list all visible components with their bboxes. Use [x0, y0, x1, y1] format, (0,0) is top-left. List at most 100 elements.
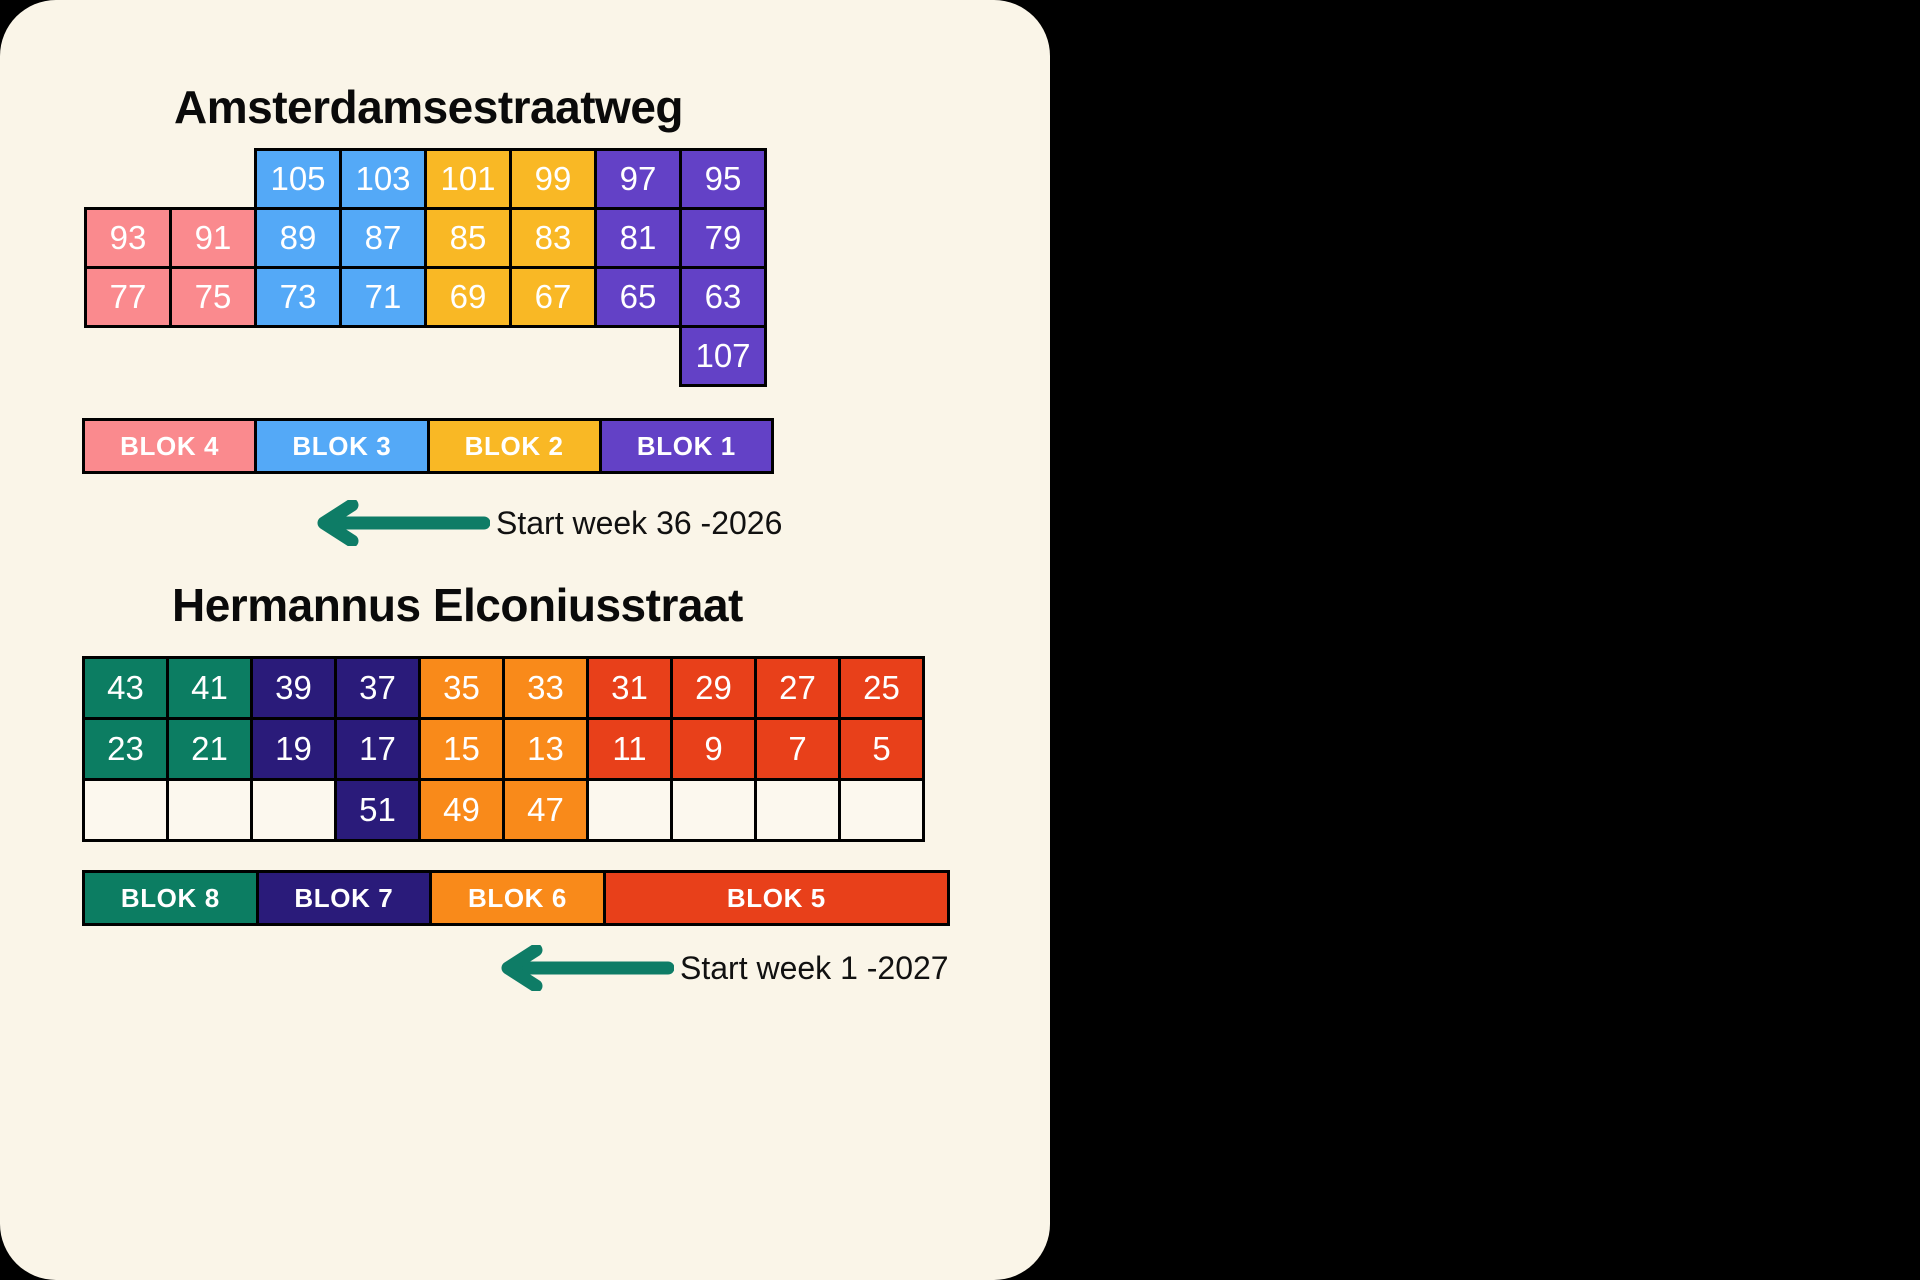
grid-cell: 33 — [502, 656, 589, 720]
blok-legend-blok-7[interactable]: BLOK 7 — [258, 873, 433, 923]
grid-cell-empty — [250, 778, 337, 842]
grid-cell-empty — [82, 778, 169, 842]
house-number: 67 — [534, 278, 572, 315]
house-number: 25 — [863, 669, 900, 706]
house-number: 99 — [534, 160, 572, 197]
house-number: 83 — [534, 219, 572, 256]
blok-legend-blok-2[interactable]: BLOK 2 — [429, 421, 602, 471]
house-number: 49 — [443, 791, 480, 828]
house-number: 15 — [443, 730, 480, 767]
house-number: 13 — [527, 730, 564, 767]
grid-cell: 41 — [166, 656, 253, 720]
street-title-amsterdamsestraatweg: Amsterdamsestraatweg — [174, 81, 684, 133]
house-number: 69 — [449, 278, 487, 315]
grid-cell: 87 — [339, 207, 427, 269]
grid-cell: 27 — [754, 656, 841, 720]
house-number: 5 — [872, 730, 891, 767]
house-number: 33 — [527, 669, 564, 706]
grid-cell: 63 — [679, 266, 767, 328]
house-number: 105 — [270, 160, 326, 197]
start-week-label-2: Start week 1 -2027 — [680, 949, 949, 986]
grid-cell: 69 — [424, 266, 512, 328]
street-title-hermannus-elconiusstraat: Hermannus Elconiusstraat — [172, 579, 743, 631]
grid-cell: 97 — [594, 148, 682, 210]
house-number: 73 — [279, 278, 317, 315]
house-number: 9 — [704, 730, 723, 767]
house-number: 77 — [109, 278, 147, 315]
house-number: 71 — [364, 278, 402, 315]
grid-cell: 15 — [418, 717, 505, 781]
grid-cell: 47 — [502, 778, 589, 842]
grid-cell: 5 — [838, 717, 925, 781]
house-number: 63 — [704, 278, 742, 315]
grid-cell: 107 — [679, 325, 767, 387]
grid-cell: 101 — [424, 148, 512, 210]
grid-cell: 23 — [82, 717, 169, 781]
house-number: 95 — [704, 160, 742, 197]
house-number: 87 — [364, 219, 402, 256]
grid-cell: 81 — [594, 207, 682, 269]
grid-cell: 7 — [754, 717, 841, 781]
blok-legend-blok-4[interactable]: BLOK 4 — [85, 421, 258, 471]
blok-legend-blok-5[interactable]: BLOK 5 — [605, 873, 947, 923]
house-number: 11 — [612, 730, 647, 767]
blok-legend-blok-3[interactable]: BLOK 3 — [257, 421, 430, 471]
house-number: 103 — [355, 160, 411, 197]
grid-cell: 29 — [670, 656, 757, 720]
grid-cell-empty — [586, 778, 673, 842]
house-number: 79 — [704, 219, 742, 256]
grid-cell: 35 — [418, 656, 505, 720]
house-number: 47 — [527, 791, 564, 828]
grid-cell: 67 — [509, 266, 597, 328]
grid-cell: 71 — [339, 266, 427, 328]
blok-legend-blok-1[interactable]: BLOK 1 — [601, 421, 771, 471]
grid-cell: 43 — [82, 656, 169, 720]
grid-cell: 95 — [679, 148, 767, 210]
grid-cell: 19 — [250, 717, 337, 781]
grid-cell-empty — [166, 778, 253, 842]
grid-cell: 85 — [424, 207, 512, 269]
grid-cell: 73 — [254, 266, 342, 328]
grid-cell: 21 — [166, 717, 253, 781]
grid-cell: 83 — [509, 207, 597, 269]
grid-cell: 93 — [84, 207, 172, 269]
house-number: 97 — [619, 160, 657, 197]
grid-cell-empty — [754, 778, 841, 842]
house-number: 91 — [194, 219, 232, 256]
grid-cell: 51 — [334, 778, 421, 842]
grid-cell: 39 — [250, 656, 337, 720]
house-number: 37 — [359, 669, 396, 706]
house-number: 31 — [611, 669, 648, 706]
grid-cell: 99 — [509, 148, 597, 210]
grid-cell: 89 — [254, 207, 342, 269]
house-number: 93 — [109, 219, 147, 256]
house-number: 65 — [619, 278, 657, 315]
blok-legend-blok-6[interactable]: BLOK 6 — [432, 873, 606, 923]
house-number: 17 — [359, 730, 396, 767]
house-number: 101 — [440, 160, 496, 197]
house-number: 29 — [695, 669, 732, 706]
start-arrow-row-1: Start week 36 -2026 — [312, 500, 782, 546]
house-number: 23 — [107, 730, 144, 767]
grid-cell: 105 — [254, 148, 342, 210]
grid-cell: 49 — [418, 778, 505, 842]
grid-cell: 11 — [586, 717, 673, 781]
grid-cell: 13 — [502, 717, 589, 781]
blok-legend-blok-8[interactable]: BLOK 8 — [85, 873, 259, 923]
left-arrow-icon — [501, 945, 674, 991]
start-week-label-1: Start week 36 -2026 — [496, 504, 783, 541]
grid-cell-empty — [670, 778, 757, 842]
house-number: 21 — [191, 730, 228, 767]
house-number: 107 — [695, 337, 751, 374]
house-number: 27 — [779, 669, 816, 706]
house-number: 39 — [275, 669, 312, 706]
house-number: 85 — [449, 219, 487, 256]
house-number: 19 — [275, 730, 312, 767]
grid-cell: 31 — [586, 656, 673, 720]
house-number: 43 — [107, 669, 144, 706]
grid-cell: 91 — [169, 207, 257, 269]
